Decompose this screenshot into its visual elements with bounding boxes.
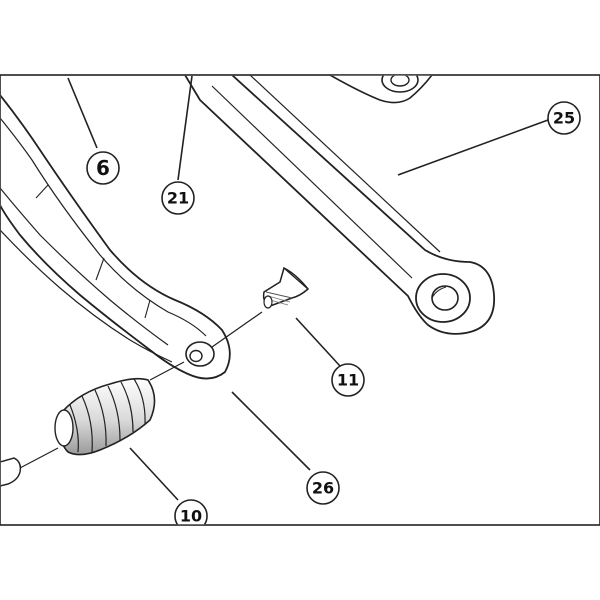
pin-part <box>0 457 22 487</box>
arm-part-25 <box>184 75 495 335</box>
leader-21 <box>177 75 193 181</box>
part-label-25: 25 <box>553 109 575 128</box>
arm-eye-inner <box>431 285 459 311</box>
screw-part-11 <box>262 266 310 309</box>
leader-lines <box>67 75 549 501</box>
upper-linkage-part <box>329 75 433 104</box>
part-label-10: 10 <box>180 507 202 526</box>
leader-25 <box>397 119 549 176</box>
leader-10 <box>129 447 179 501</box>
part-label-21: 21 <box>167 189 189 208</box>
part-label-26: 26 <box>312 479 334 498</box>
leader-11 <box>295 317 341 367</box>
leader-26 <box>231 391 311 471</box>
part-callouts: 6 21 25 11 26 10 <box>86 101 581 526</box>
assembly-axis-lines <box>19 311 263 469</box>
part-label-11: 11 <box>337 371 359 390</box>
leader-6 <box>67 77 98 149</box>
lever-part-6 <box>0 94 231 380</box>
part-label-6: 6 <box>96 156 110 180</box>
spring-part-10 <box>54 377 156 456</box>
lever-pivot-inner <box>189 349 203 363</box>
